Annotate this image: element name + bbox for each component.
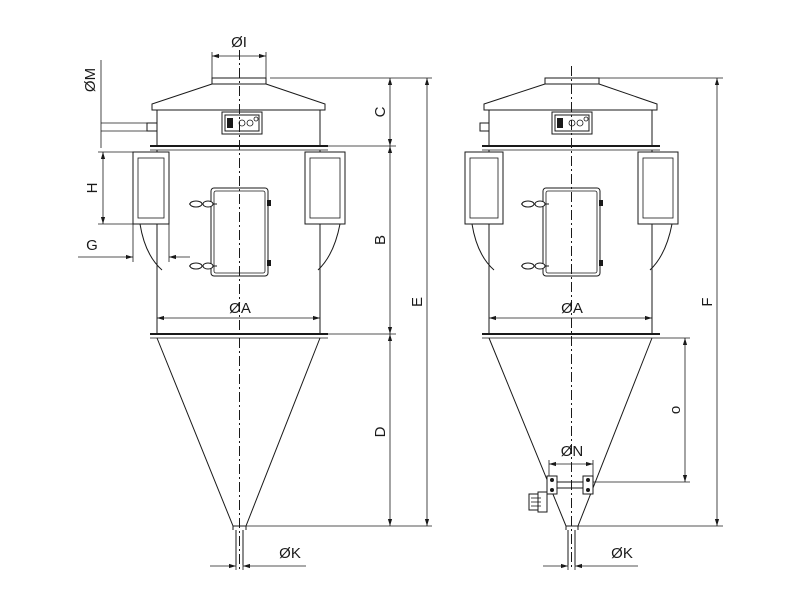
- inlet-box-right: [304, 151, 346, 271]
- left-view: [132, 50, 346, 570]
- access-door-right: [521, 187, 603, 277]
- right-dimensions: ØA F o ØN ØK: [489, 77, 723, 570]
- dim-label-e: E: [409, 297, 426, 307]
- dim-label-o: o: [667, 406, 684, 414]
- left-dimensions: ØI ØM H G ØA C B D: [78, 34, 432, 570]
- right-view: [464, 66, 679, 570]
- roof-cone: [151, 83, 326, 111]
- roof-cone-right: [483, 83, 658, 111]
- hopper-cone: [156, 337, 321, 530]
- dim-label-a-right: ØA: [561, 300, 583, 317]
- dim-label-b: B: [372, 235, 389, 245]
- dim-label-n: ØN: [561, 443, 584, 460]
- dim-label-c: C: [372, 106, 389, 117]
- inlet-box-left-right-view: [464, 151, 504, 271]
- access-door: [189, 187, 271, 277]
- inlet-box-right-right-view: [637, 151, 679, 271]
- dim-label-k-right: ØK: [611, 545, 633, 562]
- dim-label-m: ØM: [82, 68, 99, 92]
- inlet-box-left: [132, 151, 170, 271]
- hopper-cone-right: [488, 337, 653, 530]
- bottom-outlet: [235, 530, 244, 565]
- dim-label-i: ØI: [231, 34, 247, 51]
- rotary-valve: [528, 475, 594, 513]
- dim-label-d: D: [372, 426, 389, 437]
- dim-label-h: H: [84, 183, 101, 194]
- dim-label-a-left: ØA: [229, 300, 251, 317]
- dim-label-g: G: [86, 237, 98, 254]
- dim-label-k-left: ØK: [279, 545, 301, 562]
- motor-box: [221, 111, 263, 135]
- dim-label-f: F: [699, 297, 716, 306]
